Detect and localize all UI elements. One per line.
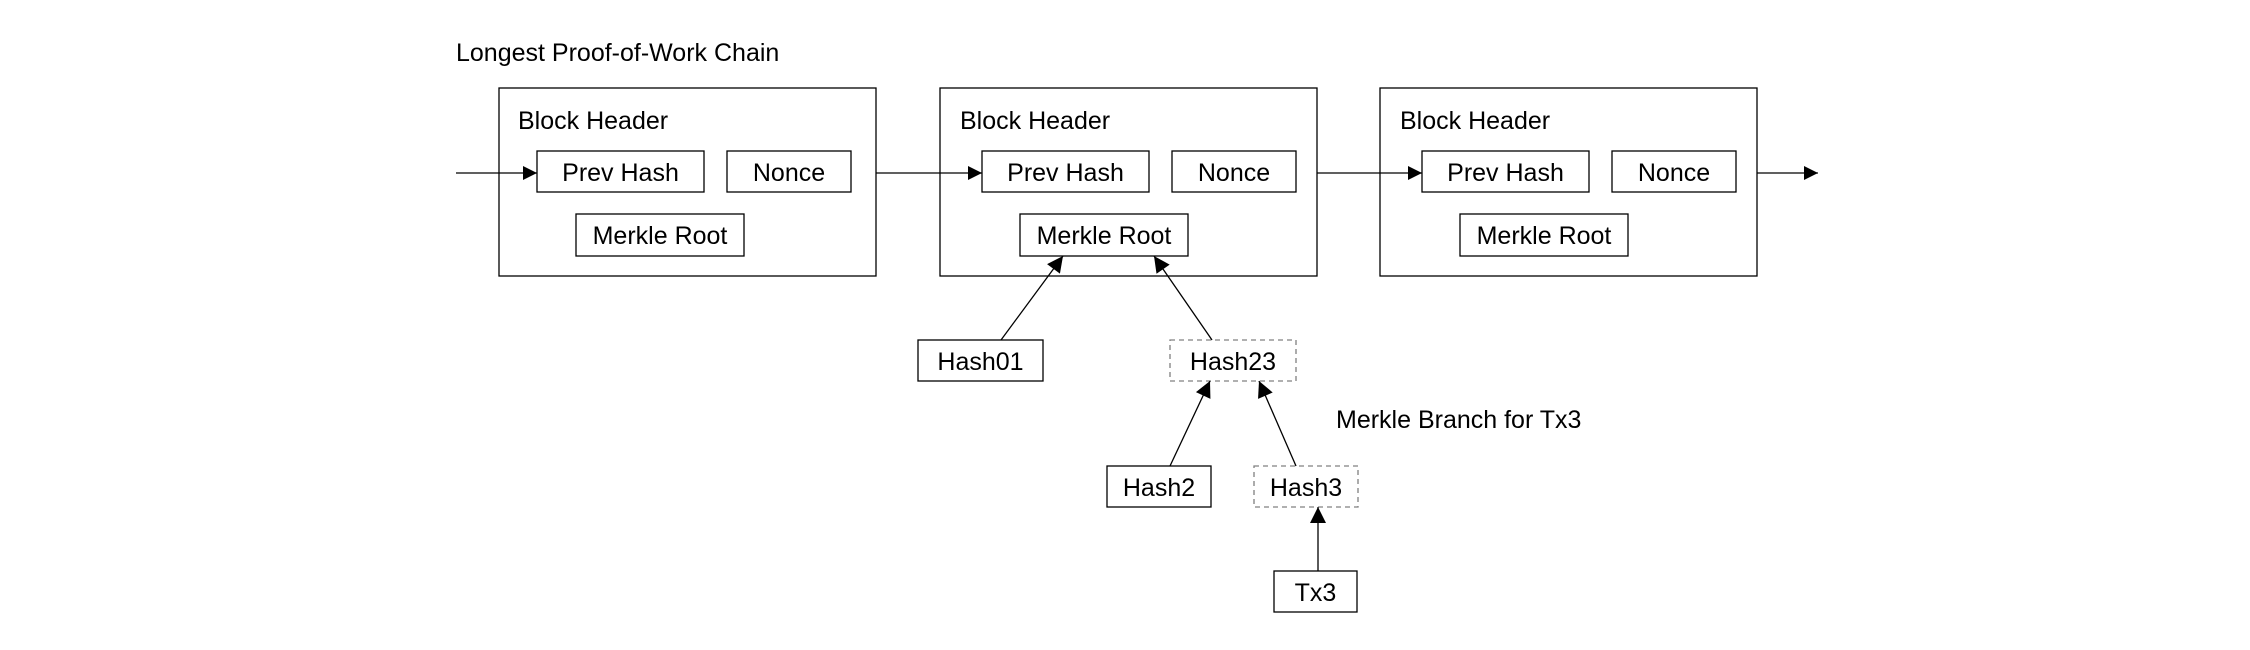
- block-1-nonce-label: Nonce: [753, 159, 825, 187]
- block-3-nonce-box: Nonce: [1611, 150, 1737, 193]
- block-2-frame: [939, 87, 1318, 277]
- hash23-node: Hash23: [1169, 339, 1297, 382]
- block-1-frame: [498, 87, 877, 277]
- block-3-prev-hash-label: Prev Hash: [1447, 159, 1564, 187]
- block-1-header-label: Block Header: [518, 107, 668, 135]
- block-3-header-label: Block Header: [1400, 107, 1550, 135]
- tx3-label: Tx3: [1295, 579, 1337, 607]
- block-1: Block Header Prev Hash Nonce Merkle Root: [498, 87, 877, 277]
- arrow-hash2-to-hash23: [1169, 380, 1211, 467]
- block-1-merkle-root-box: Merkle Root: [575, 213, 745, 257]
- hash3-label: Hash3: [1270, 474, 1342, 502]
- block-3-merkle-root-box: Merkle Root: [1459, 213, 1629, 257]
- block-2: Block Header Prev Hash Nonce Merkle Root: [939, 87, 1318, 277]
- block-1-prev-hash-box: Prev Hash: [536, 150, 705, 193]
- block-1-prev-hash-label: Prev Hash: [562, 159, 679, 187]
- block-1-nonce-box: Nonce: [726, 150, 852, 193]
- tx3-node: Tx3: [1273, 570, 1358, 613]
- block-3-prev-hash-box: Prev Hash: [1421, 150, 1590, 193]
- arrow-hash23-to-merkle-root: [1153, 255, 1213, 341]
- arrow-hash3-to-hash23: [1258, 380, 1297, 467]
- block-1-merkle-root-label: Merkle Root: [593, 222, 728, 250]
- hash3-node: Hash3: [1253, 465, 1359, 508]
- hash2-label: Hash2: [1123, 474, 1195, 502]
- block-3-frame: [1379, 87, 1758, 277]
- block-3: Block Header Prev Hash Nonce Merkle Root: [1379, 87, 1758, 277]
- block-2-prev-hash-box: Prev Hash: [981, 150, 1150, 193]
- hash01-node: Hash01: [917, 339, 1044, 382]
- block-2-header-label: Block Header: [960, 107, 1110, 135]
- hash2-node: Hash2: [1106, 465, 1212, 508]
- hash01-label: Hash01: [937, 348, 1023, 376]
- merkle-branch-label: Merkle Branch for Tx3: [1336, 406, 1581, 434]
- block-2-nonce-label: Nonce: [1198, 159, 1270, 187]
- chain-title: Longest Proof-of-Work Chain: [456, 39, 779, 67]
- block-3-merkle-root-label: Merkle Root: [1477, 222, 1612, 250]
- block-2-merkle-root-box: Merkle Root: [1019, 213, 1189, 257]
- block-3-nonce-label: Nonce: [1638, 159, 1710, 187]
- arrow-hash01-to-merkle-root: [1000, 255, 1064, 341]
- block-2-nonce-box: Nonce: [1171, 150, 1297, 193]
- block-2-prev-hash-label: Prev Hash: [1007, 159, 1124, 187]
- block-2-merkle-root-label: Merkle Root: [1037, 222, 1172, 250]
- hash23-label: Hash23: [1190, 348, 1276, 376]
